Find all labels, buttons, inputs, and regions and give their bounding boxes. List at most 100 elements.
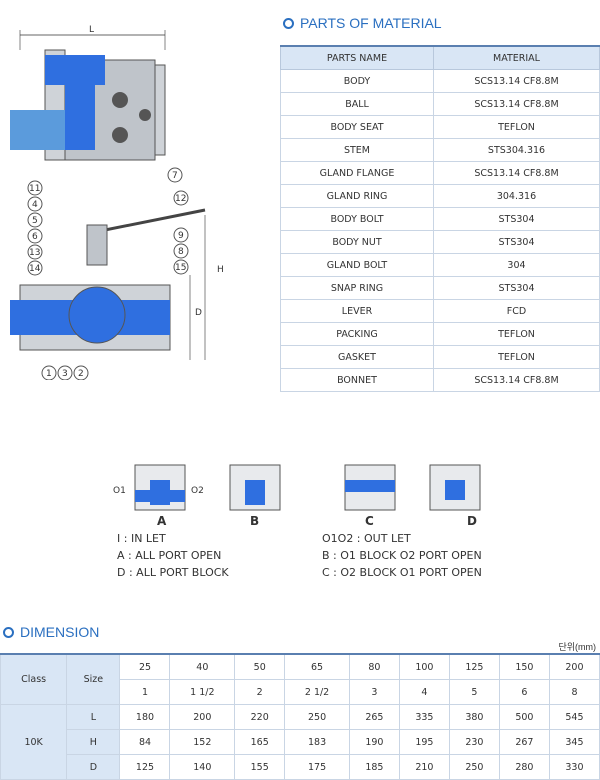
size-header: Size: [66, 653, 121, 705]
part-name-cell: GLAND FLANGE: [280, 161, 434, 185]
flow-b: B: [229, 464, 281, 528]
dimension-value-cell: 175: [284, 754, 350, 780]
size-mm-cell: 50: [234, 653, 286, 680]
svg-text:12: 12: [175, 194, 186, 204]
size-mm-cell: 150: [498, 653, 550, 680]
dimension-value-cell: 380: [448, 704, 500, 730]
svg-text:5: 5: [32, 216, 38, 226]
part-name-cell: BODY BOLT: [280, 207, 434, 231]
size-inch-cell: 8: [548, 679, 600, 705]
legend-item: C : O2 BLOCK O1 PORT OPEN: [322, 566, 482, 579]
dimension-value-cell: 280: [498, 754, 550, 780]
dimension-value-cell: 500: [498, 704, 550, 730]
callouts-right: 12 9 8 15: [173, 190, 189, 275]
legend-item: A : ALL PORT OPEN: [117, 549, 222, 562]
part-name-cell: BODY SEAT: [280, 115, 434, 139]
row-label-cell: L: [66, 704, 121, 730]
dimension-value-cell: 140: [169, 754, 236, 780]
svg-text:13: 13: [29, 248, 40, 258]
size-mm-cell: 125: [448, 653, 500, 680]
class-header: Class: [0, 653, 68, 705]
dimension-value-cell: 84: [119, 729, 171, 755]
part-name-cell: GLAND RING: [280, 184, 434, 208]
dimension-value-cell: 250: [448, 754, 500, 780]
size-mm-cell: 80: [348, 653, 400, 680]
svg-text:2: 2: [78, 369, 84, 379]
dim-L-label: L: [89, 25, 94, 35]
size-mm-cell: 25: [119, 653, 171, 680]
valve-top-section-drawing: L 7: [10, 25, 183, 183]
svg-text:4: 4: [32, 200, 38, 210]
flow-c: C: [344, 464, 396, 528]
svg-text:15: 15: [175, 263, 186, 273]
part-name-cell: BONNET: [280, 368, 434, 392]
dimension-value-cell: 545: [548, 704, 600, 730]
size-inch-cell: 4: [398, 679, 450, 705]
dimension-value-cell: 267: [498, 729, 550, 755]
flow-label-c: C: [365, 514, 374, 528]
material-cell: STS304: [433, 230, 600, 254]
dim-H-label: H: [217, 265, 224, 275]
materials-title-text: PARTS OF MATERIAL: [300, 15, 442, 31]
dimension-value-cell: 250: [284, 704, 350, 730]
size-mm-cell: 200: [548, 653, 600, 680]
size-inch-cell: 5: [448, 679, 500, 705]
flow-a: O1 O2 A: [113, 464, 204, 528]
dimension-value-cell: 220: [234, 704, 286, 730]
part-name-cell: STEM: [280, 138, 434, 162]
svg-text:14: 14: [29, 264, 41, 274]
legend-item: B : O1 BLOCK O2 PORT OPEN: [322, 549, 482, 562]
svg-text:8: 8: [178, 247, 184, 257]
valve-side-section-drawing: 11 4 5 6 13 14 1 3 2 12 9 8 15 H D: [10, 180, 224, 380]
material-cell: FCD: [433, 299, 600, 323]
size-mm-cell: 65: [284, 653, 350, 680]
legend-item: D : ALL PORT BLOCK: [117, 566, 229, 579]
material-cell: SCS13.14 CF8.8M: [433, 161, 600, 185]
size-inch-cell: 3: [348, 679, 400, 705]
size-mm-cell: 40: [169, 653, 236, 680]
materials-title: PARTS OF MATERIAL: [283, 15, 442, 31]
material-cell: SCS13.14 CF8.8M: [433, 69, 600, 93]
dimension-value-cell: 165: [234, 729, 286, 755]
size-inch-cell: 6: [498, 679, 550, 705]
dimension-value-cell: 125: [119, 754, 171, 780]
material-cell: STS304.316: [433, 138, 600, 162]
legend-item: O1O2 : OUT LET: [322, 532, 411, 545]
material-cell: SCS13.14 CF8.8M: [433, 368, 600, 392]
dimension-value-cell: 195: [398, 729, 450, 755]
svg-text:3: 3: [62, 369, 68, 379]
material-cell: SCS13.14 CF8.8M: [433, 92, 600, 116]
dimension-value-cell: 210: [398, 754, 450, 780]
part-name-cell: GASKET: [280, 345, 434, 369]
dimension-value-cell: 190: [348, 729, 400, 755]
materials-header-material: MATERIAL: [433, 45, 600, 70]
svg-text:7: 7: [172, 171, 178, 181]
svg-text:9: 9: [178, 231, 184, 241]
dimension-value-cell: 230: [448, 729, 500, 755]
size-inch-cell: 1 1/2: [169, 679, 236, 705]
dimension-value-cell: 335: [398, 704, 450, 730]
class-cell: 10K: [0, 704, 68, 780]
part-name-cell: BALL: [280, 92, 434, 116]
svg-text:11: 11: [29, 184, 40, 194]
size-inch-cell: 1: [119, 679, 171, 705]
bullet-icon: [283, 17, 294, 29]
